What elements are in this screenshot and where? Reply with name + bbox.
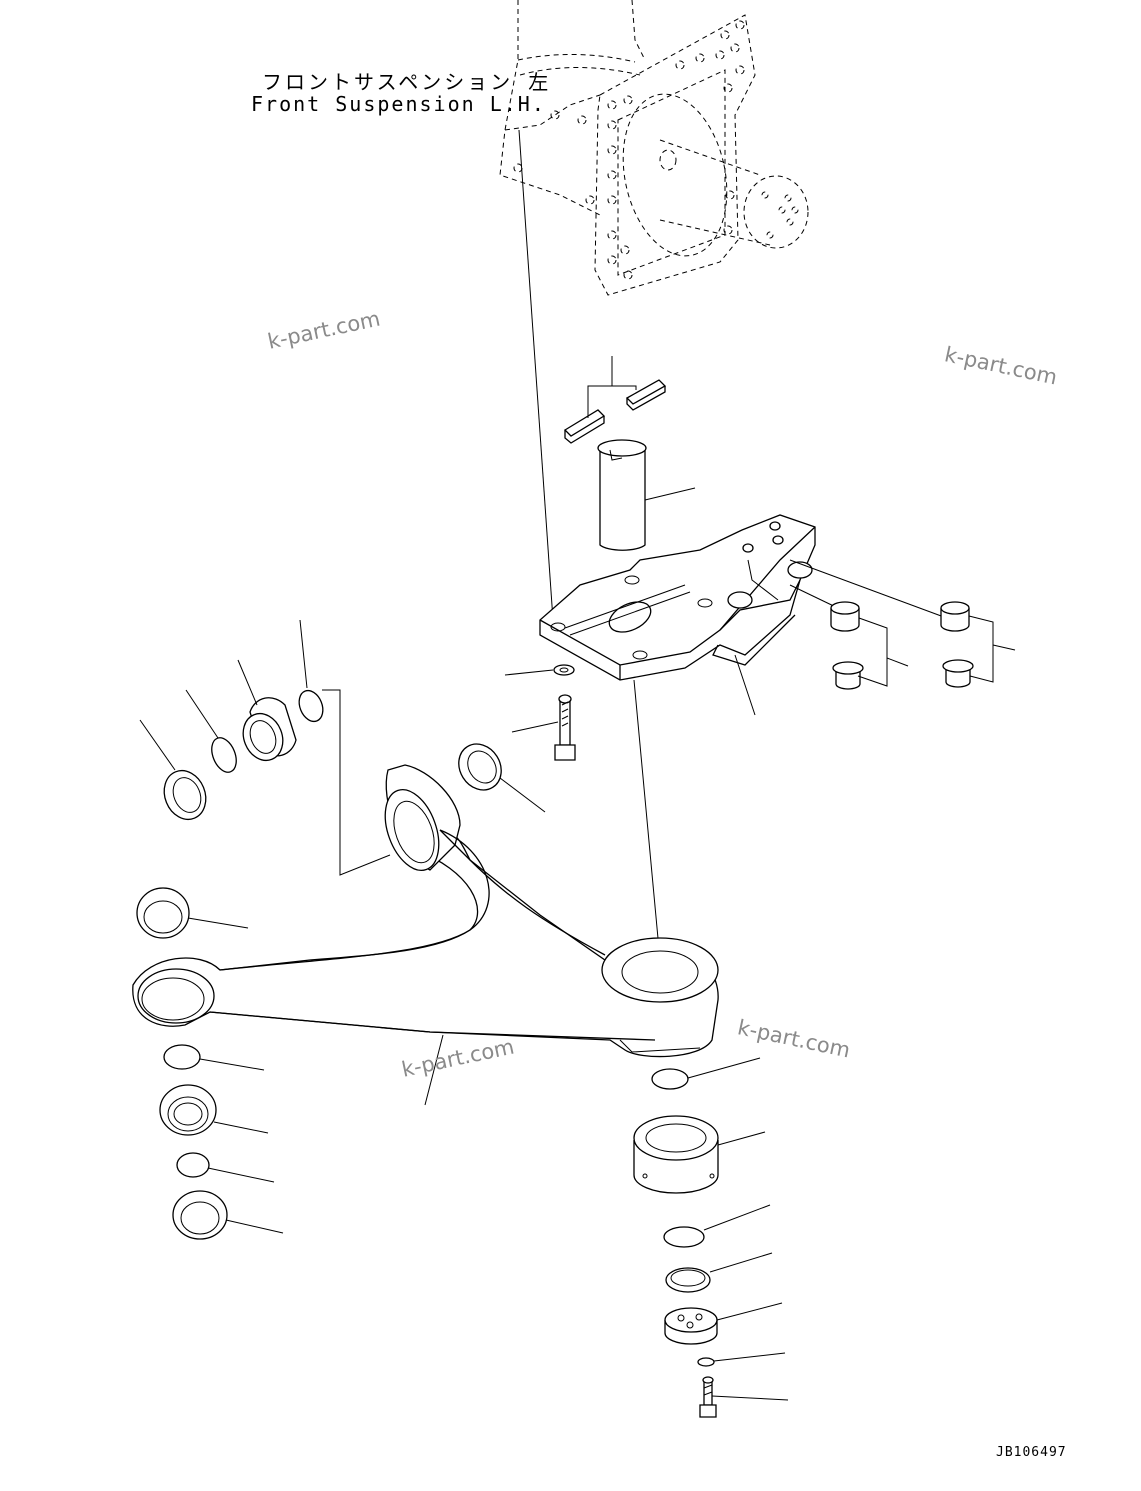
pin: [597, 439, 696, 551]
right-bearing-stack: [633, 1057, 789, 1418]
washer-and-bolt: [504, 664, 576, 761]
keys: [563, 356, 667, 444]
upper-left-bearing-stack: [139, 619, 391, 876]
bracket: [539, 514, 816, 716]
alignment-line-left: [518, 129, 554, 621]
left-bearing-stack: [136, 887, 284, 1240]
suspension-arm: [132, 764, 719, 1106]
title-english: Front Suspension L.H.: [251, 92, 546, 116]
bushings-right: [789, 559, 1016, 690]
title-japanese: フロントサスペンション 左: [262, 70, 552, 94]
alignment-line-center: [633, 679, 661, 961]
front-suspension-housing: [499, 0, 809, 296]
drawing-code: JB106497: [996, 1445, 1067, 1460]
arm-bushing: [458, 743, 546, 813]
